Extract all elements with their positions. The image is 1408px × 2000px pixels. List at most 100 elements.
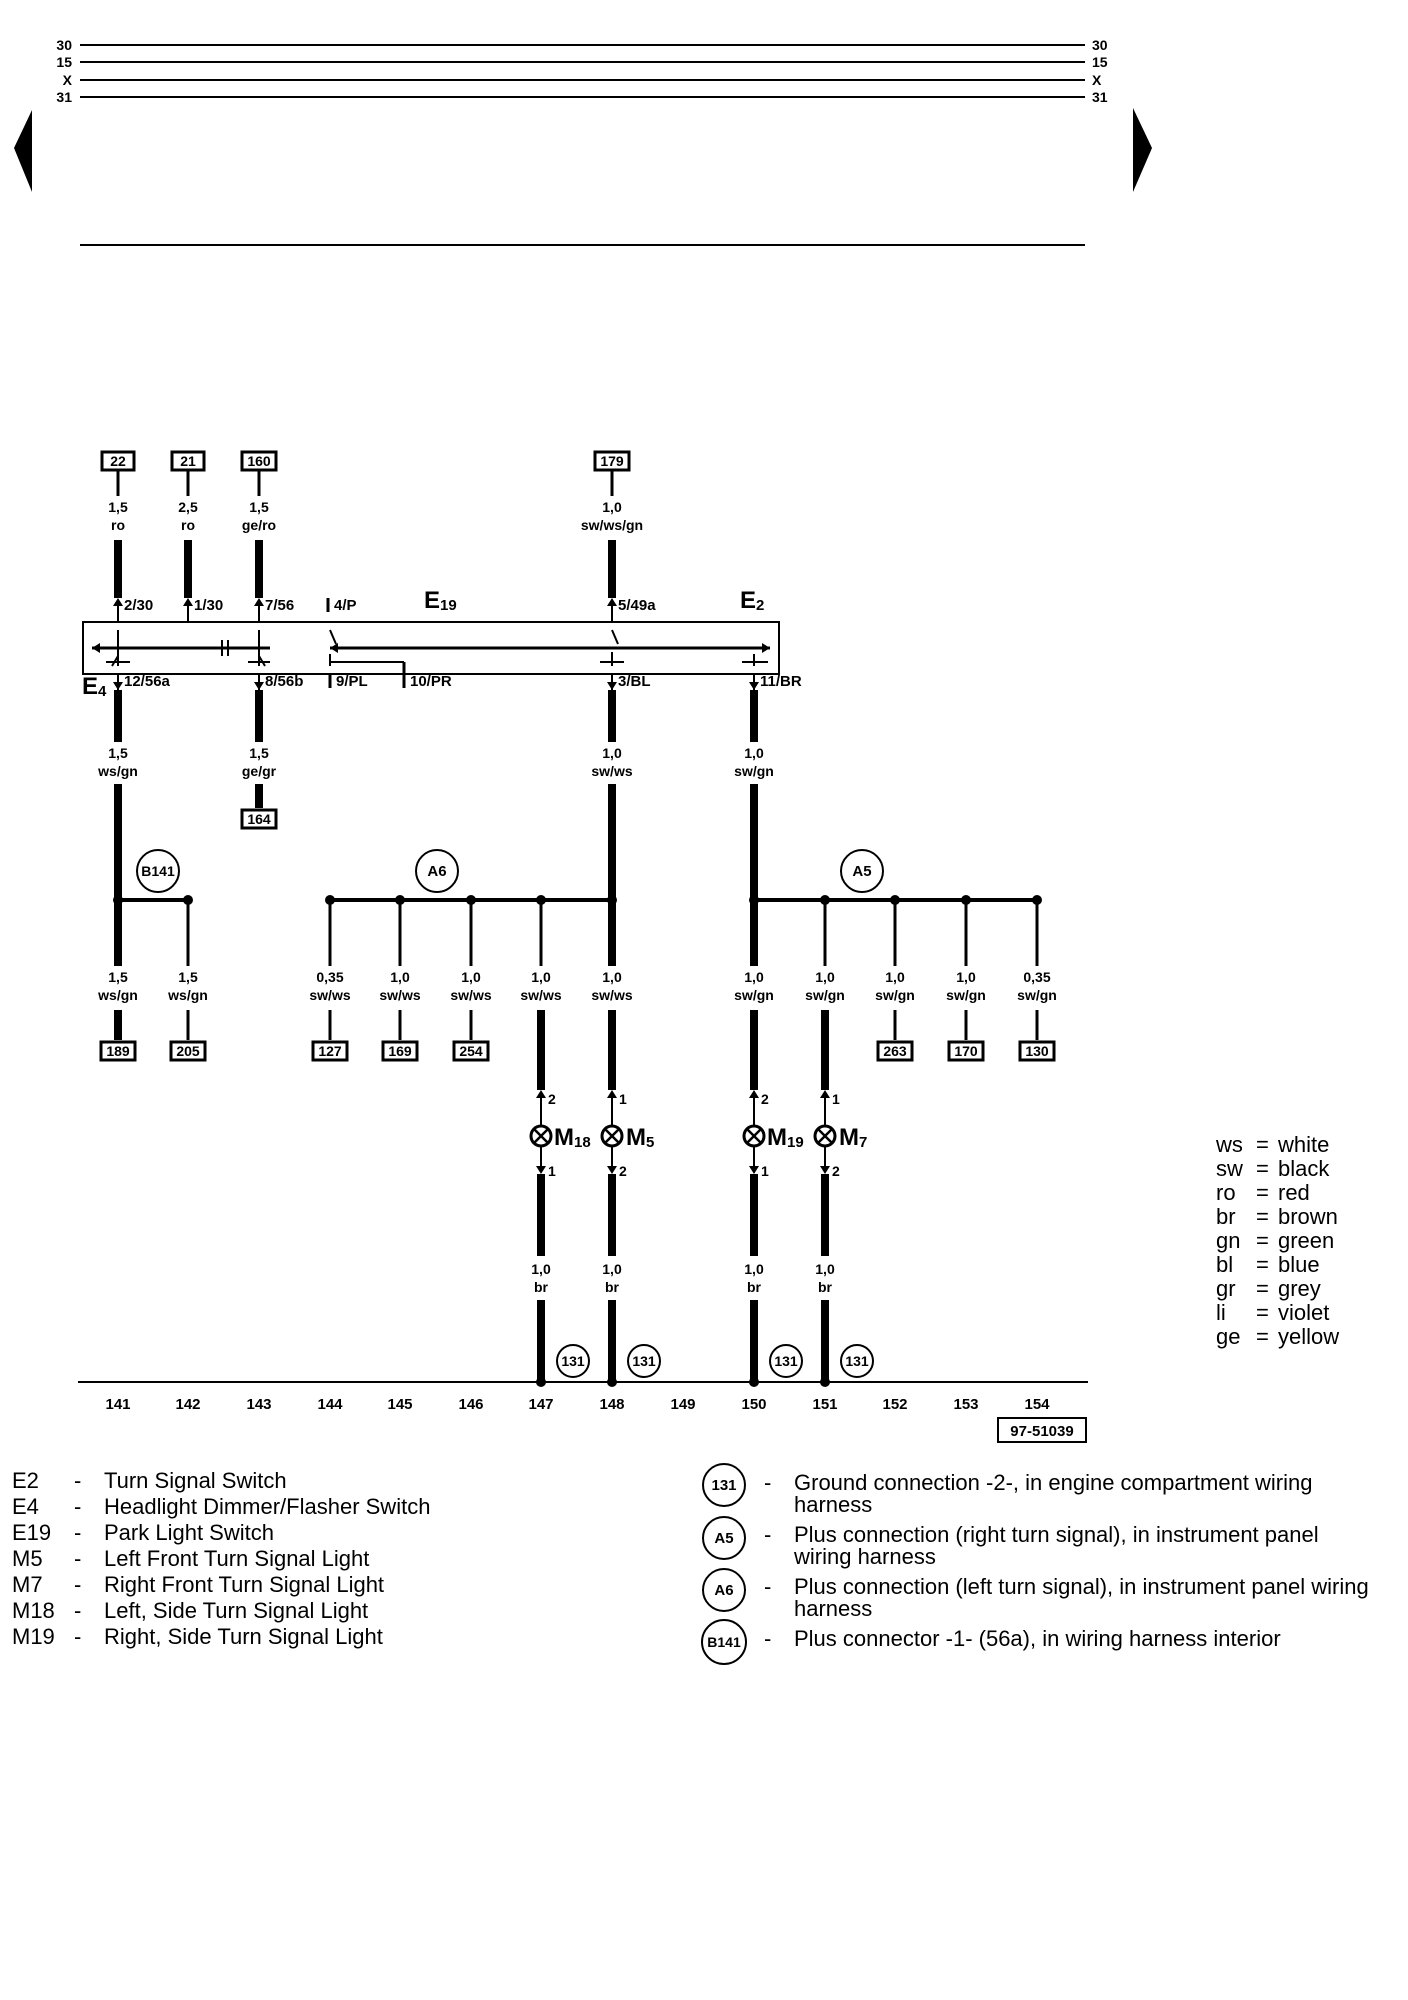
svg-text:151: 151 [812,1396,837,1413]
component-label-m5: M5 [626,1124,654,1151]
svg-text:147: 147 [528,1396,553,1413]
svg-text:harness: harness [794,1492,872,1517]
svg-text:-: - [764,1626,771,1651]
svg-text:Plus connection (right turn si: Plus connection (right turn signal), in … [794,1522,1319,1547]
svg-text:1,0: 1,0 [744,969,764,985]
svg-text:sw/gn: sw/gn [805,987,845,1003]
ref-179: 179 [600,453,624,469]
svg-text:wiring harness: wiring harness [793,1544,936,1569]
svg-text:ro: ro [111,517,125,533]
svg-text:-: - [764,1574,771,1599]
svg-text:1,0: 1,0 [602,1261,622,1277]
ground-connectors: 131 131 131 131 [556,1344,874,1378]
svg-text:br: br [534,1279,549,1295]
svg-text:li=violet: li=violet [1216,1300,1329,1325]
svg-text:ws/gn: ws/gn [167,987,208,1003]
svg-text:1,5: 1,5 [178,969,198,985]
connector-b141: B141 [113,849,193,905]
lamp-m18-icon [529,1124,553,1148]
svg-text:127: 127 [318,1043,342,1059]
bus-label-x-left: X [63,72,73,88]
svg-text:gr=grey: gr=grey [1216,1276,1321,1301]
svg-text:170: 170 [954,1043,978,1059]
svg-text:130: 130 [1025,1043,1049,1059]
svg-text:146: 146 [458,1396,483,1413]
svg-text:2: 2 [761,1091,769,1107]
svg-text:sw/ws/gn: sw/ws/gn [581,517,643,533]
svg-text:149: 149 [670,1396,695,1413]
svg-text:1,5: 1,5 [249,499,269,515]
svg-text:1,0: 1,0 [602,969,622,985]
svg-text:br: br [605,1279,620,1295]
svg-text:141: 141 [105,1396,130,1413]
svg-text:A5: A5 [852,863,871,880]
svg-text:Ground connection -2-, in engi: Ground connection -2-, in engine compart… [794,1470,1313,1495]
svg-text:gn=green: gn=green [1216,1228,1334,1253]
svg-text:205: 205 [176,1043,200,1059]
svg-text:131: 131 [711,1477,736,1494]
svg-text:254: 254 [459,1043,483,1059]
svg-text:br: br [747,1279,762,1295]
svg-text:10/PR: 10/PR [410,673,452,690]
svg-text:1,5: 1,5 [108,499,128,515]
svg-text:1: 1 [619,1091,627,1107]
color-key: ws=white sw=black ro=red br=brown gn=gre… [1215,1132,1339,1349]
svg-text:8/56b: 8/56b [265,673,303,690]
svg-text:1,0: 1,0 [744,745,764,761]
svg-text:2: 2 [619,1163,627,1179]
svg-text:0,35: 0,35 [1023,969,1050,985]
svg-text:9/PL: 9/PL [336,673,368,690]
connector-a5: A5 [749,849,1042,905]
component-label-e19: E19 [424,587,457,614]
previous-page-arrow-icon[interactable] [14,110,32,192]
ref-160: 160 [247,453,271,469]
top-wire-labels: 1,5 ro 2,5 ro 1,5 ge/ro 1,0 sw/ws/gn [108,499,643,533]
svg-text:br: br [818,1279,833,1295]
svg-text:sw/gn: sw/gn [734,763,774,779]
combination-switch [82,621,780,675]
ref-box-164 [240,808,278,830]
svg-text:1,5: 1,5 [108,969,128,985]
svg-text:E19-Park Light Switch: E19-Park Light Switch [12,1520,274,1545]
svg-text:1,0: 1,0 [461,969,481,985]
svg-text:ws/gn: ws/gn [97,763,138,779]
svg-text:131: 131 [774,1353,798,1369]
ref-21: 21 [180,453,196,469]
svg-text:ge/ro: ge/ro [242,517,276,533]
svg-text:1,0: 1,0 [602,499,622,515]
svg-text:1,0: 1,0 [531,1261,551,1277]
svg-text:sw/ws: sw/ws [591,987,632,1003]
switch-pins-top: 2/30 1/30 7/56 4/P 5/49a [124,597,656,614]
svg-text:11/BR: 11/BR [760,673,802,690]
svg-text:1/30: 1/30 [194,597,223,614]
svg-text:br=brown: br=brown [1216,1204,1338,1229]
svg-text:ws=white: ws=white [1215,1132,1329,1157]
component-label-e2: E2 [740,587,764,614]
svg-text:1,0: 1,0 [885,969,905,985]
svg-text:1: 1 [761,1163,769,1179]
svg-text:Plus connector -1- (56a), in w: Plus connector -1- (56a), in wiring harn… [794,1626,1281,1651]
svg-text:sw/ws: sw/ws [450,987,491,1003]
svg-text:1,5: 1,5 [249,745,269,761]
bus-label-x-right: X [1092,72,1102,88]
ref-22: 22 [110,453,126,469]
svg-text:142: 142 [175,1396,200,1413]
connection-legend: 131 - Ground connection -2-, in engine c… [701,1463,1369,1665]
svg-text:1,0: 1,0 [815,1261,835,1277]
svg-text:131: 131 [561,1353,585,1369]
svg-text:M19-Right, Side Turn Signal Li: M19-Right, Side Turn Signal Light [12,1624,383,1649]
svg-text:sw/ws: sw/ws [309,987,350,1003]
svg-text:2: 2 [548,1091,556,1107]
svg-text:143: 143 [246,1396,271,1413]
svg-text:1: 1 [548,1163,556,1179]
svg-text:144: 144 [317,1396,343,1413]
bus-label-15-right: 15 [1092,54,1108,70]
svg-text:sw/ws: sw/ws [520,987,561,1003]
svg-text:2/30: 2/30 [124,597,153,614]
switch-pins-bottom: 12/56a 8/56b 9/PL 10/PR 3/BL 11/BR [124,673,802,690]
component-label-e4: E4 [82,673,107,700]
svg-text:148: 148 [599,1396,624,1413]
next-page-arrow-icon[interactable] [1133,108,1152,192]
svg-text:M7-Right Front Turn Signal Lig: M7-Right Front Turn Signal Light [12,1572,384,1597]
